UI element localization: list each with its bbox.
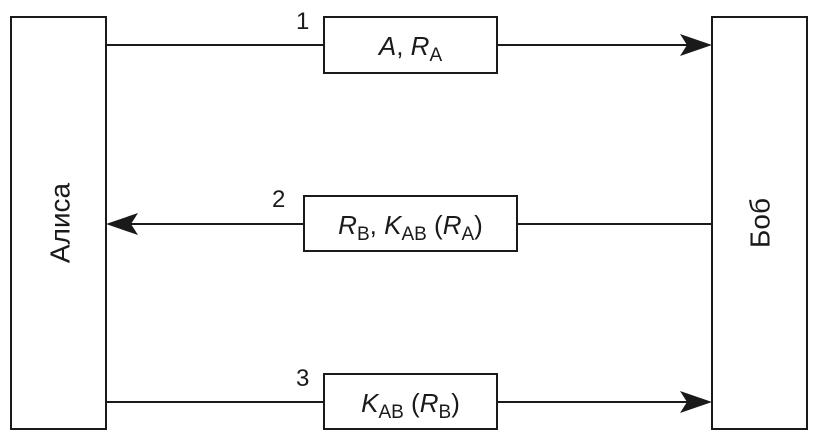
message-2-part-4: AB bbox=[401, 224, 426, 245]
message-3-part-4: B bbox=[439, 402, 452, 423]
message-3-part-3: R bbox=[420, 388, 439, 418]
message-1: 1 A, RA bbox=[106, 8, 712, 74]
message-3-step: 3 bbox=[296, 365, 309, 392]
message-2-part-3: K bbox=[384, 210, 403, 240]
message-3: 3 KAB (RB) bbox=[106, 365, 712, 430]
message-3-part-5: ) bbox=[451, 388, 460, 418]
message-3-text: KAB (RB) bbox=[361, 388, 460, 423]
alice-label: Алиса bbox=[45, 182, 76, 263]
alice-box bbox=[10, 16, 107, 430]
message-2-part-2: , bbox=[370, 210, 384, 240]
message-3-part-1: AB bbox=[378, 402, 403, 423]
message-2-part-6: R bbox=[443, 210, 462, 240]
message-3-part-2: ( bbox=[404, 388, 420, 418]
message-2-step: 2 bbox=[272, 186, 285, 213]
message-2-part-7: A bbox=[461, 224, 474, 245]
message-1-part-1: , bbox=[396, 31, 410, 61]
message-3-arrowhead bbox=[680, 391, 712, 413]
message-2-part-0: R bbox=[338, 210, 357, 240]
message-2-text: RB, KAB (RA) bbox=[338, 210, 483, 245]
message-3-box bbox=[323, 373, 498, 430]
message-1-part-0: A bbox=[377, 31, 396, 61]
message-1-text: A, RA bbox=[377, 31, 443, 66]
message-1-box bbox=[323, 16, 498, 74]
bob-label: Боб bbox=[745, 198, 776, 248]
message-2-box bbox=[303, 195, 518, 252]
message-1-part-3: A bbox=[429, 45, 442, 66]
message-2-part-5: ( bbox=[427, 210, 443, 240]
message-2-part-8: ) bbox=[474, 210, 483, 240]
message-2-arrowhead bbox=[106, 213, 138, 235]
message-1-step: 1 bbox=[296, 8, 309, 35]
message-2-part-1: B bbox=[357, 224, 370, 245]
bob-box bbox=[711, 16, 808, 430]
message-2: 2 RB, KAB (RA) bbox=[106, 186, 712, 252]
message-3-part-0: K bbox=[361, 388, 380, 418]
message-1-part-2: R bbox=[411, 31, 430, 61]
message-1-arrowhead bbox=[680, 34, 712, 56]
